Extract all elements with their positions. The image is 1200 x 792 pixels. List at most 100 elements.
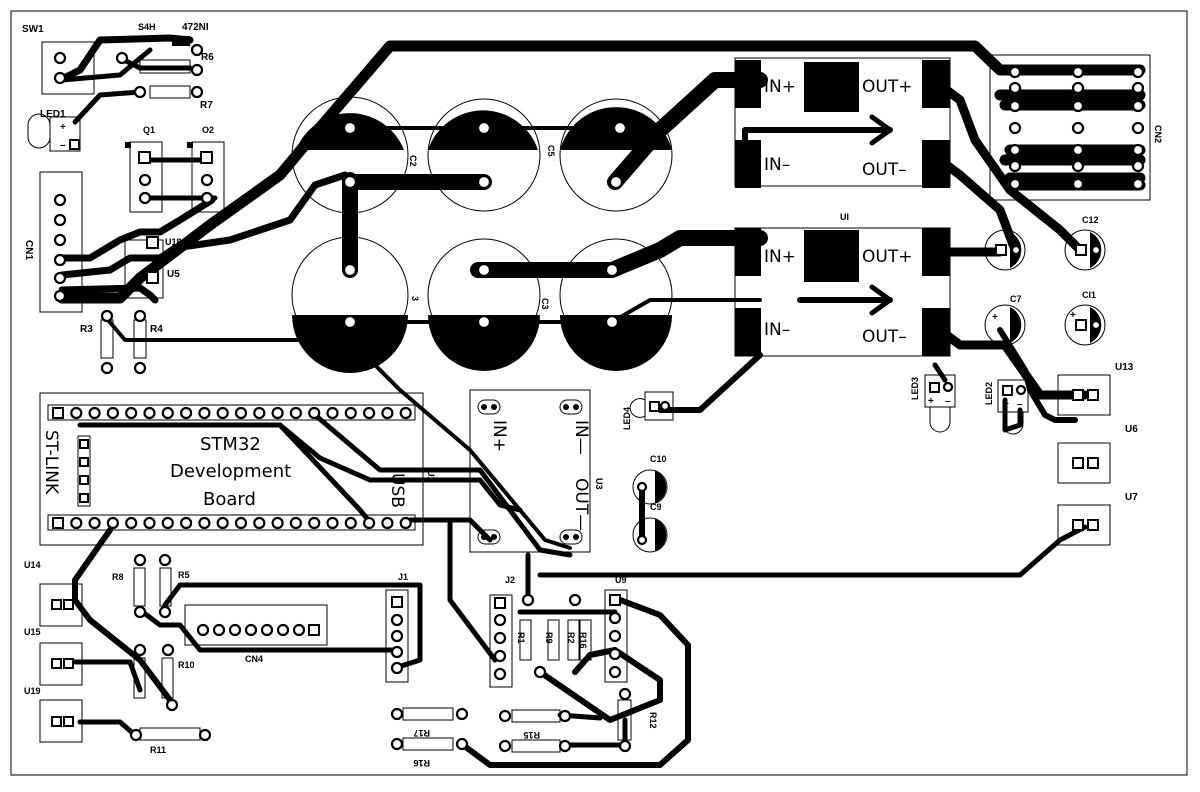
header-pin [253, 406, 266, 420]
cap-c8-shade [560, 315, 672, 371]
label-r9: R9 [544, 632, 554, 644]
pad [573, 534, 579, 540]
r17-body [402, 707, 454, 721]
label-sw1: SW1 [22, 24, 44, 35]
pad [618, 739, 632, 753]
label-u19: U19 [24, 686, 41, 696]
cap-c12 [1064, 229, 1106, 271]
cap-c10 [632, 469, 668, 505]
reg2-pad-in-minus [735, 308, 761, 356]
sw1-area: SW1 S4H 472NI R6 R7 LED1 + – [22, 22, 214, 152]
label-r4: R4 [150, 324, 163, 335]
pad [53, 233, 67, 247]
r15-body [511, 709, 561, 723]
pad [79, 457, 89, 467]
pad [212, 623, 226, 637]
u3-pad-3 [477, 529, 501, 545]
label-c7: C7 [1010, 294, 1022, 304]
u19-outline [39, 699, 83, 743]
pad [1071, 143, 1085, 157]
pad [1131, 121, 1145, 135]
label-c10: C10 [650, 454, 667, 464]
pad [390, 613, 404, 627]
pad [1008, 65, 1022, 79]
label-q2: O2 [202, 125, 214, 135]
pad [133, 605, 147, 619]
pad [1008, 81, 1022, 95]
q2-mark [187, 142, 193, 148]
header-pin [234, 406, 248, 420]
led1-minus: – [60, 140, 66, 151]
r12-body [511, 739, 561, 753]
cap-c4-shade [428, 315, 540, 371]
label-r5: R5 [178, 570, 190, 580]
pad [190, 43, 204, 57]
c7-plus: + [992, 312, 998, 323]
pad [146, 271, 159, 284]
pad [481, 404, 487, 410]
trace-reg2-gnd [610, 298, 762, 324]
board-outline [10, 10, 1188, 776]
u6-outline [1057, 442, 1111, 484]
pad [604, 262, 620, 278]
pad [493, 631, 507, 645]
pad [390, 629, 404, 643]
label-c5: C5 [546, 145, 556, 157]
reg1-arrow-line [742, 127, 893, 151]
stm32-bottom-pins [52, 516, 412, 530]
label-j1: J1 [398, 572, 408, 582]
pad [53, 213, 67, 227]
reg1-out-minus: OUT– [862, 160, 907, 180]
pad [568, 593, 582, 607]
pad [608, 665, 622, 679]
pad [391, 596, 403, 608]
pad [1071, 65, 1085, 79]
pad [649, 401, 660, 412]
pad [133, 361, 147, 375]
label-u2: U2 [426, 470, 436, 482]
label-u13: U13 [1115, 362, 1134, 373]
pad [342, 314, 358, 330]
header-pin [180, 516, 193, 530]
label-u15: U15 [24, 627, 41, 637]
trace-cn4 [137, 607, 398, 653]
led2-minus: – [1017, 399, 1023, 410]
header-pin [363, 516, 376, 530]
r16-body [579, 619, 592, 661]
pad [228, 623, 242, 637]
header-pin [198, 406, 211, 420]
reg2-pad-out-plus [922, 228, 950, 276]
label-c9: C9 [650, 502, 662, 512]
pad [608, 611, 622, 625]
label-r16: R16 [413, 758, 430, 768]
pad [342, 262, 358, 278]
c11-plus: + [1070, 310, 1076, 321]
pad [1131, 65, 1145, 79]
reg1-pad-out-minus [922, 140, 950, 188]
r16b-body [402, 737, 454, 751]
reg1-out-plus: OUT+ [862, 77, 912, 97]
u3-in-plus: IN+ [489, 420, 509, 452]
cap-c9-shade [655, 519, 667, 551]
pad [198, 728, 212, 742]
reg1-in-minus: IN– [764, 155, 790, 175]
trace-led3 [932, 362, 948, 383]
pad [260, 623, 274, 637]
label-r3: R3 [80, 324, 93, 335]
label-c3: 3 [410, 296, 420, 301]
pad [63, 716, 74, 727]
header-pin [234, 516, 248, 530]
pad [942, 381, 954, 393]
pad [1075, 319, 1087, 331]
stm32-top-pins [52, 406, 412, 420]
cn2-outline [989, 54, 1151, 201]
pad [608, 629, 622, 643]
stm32-text-line1: STM32 [200, 434, 261, 455]
label-r17: R17 [413, 728, 430, 738]
pad [493, 613, 507, 627]
led4-body [629, 398, 646, 418]
pad [158, 553, 172, 567]
pad [342, 120, 358, 136]
pad [493, 649, 507, 663]
pad [196, 623, 210, 637]
